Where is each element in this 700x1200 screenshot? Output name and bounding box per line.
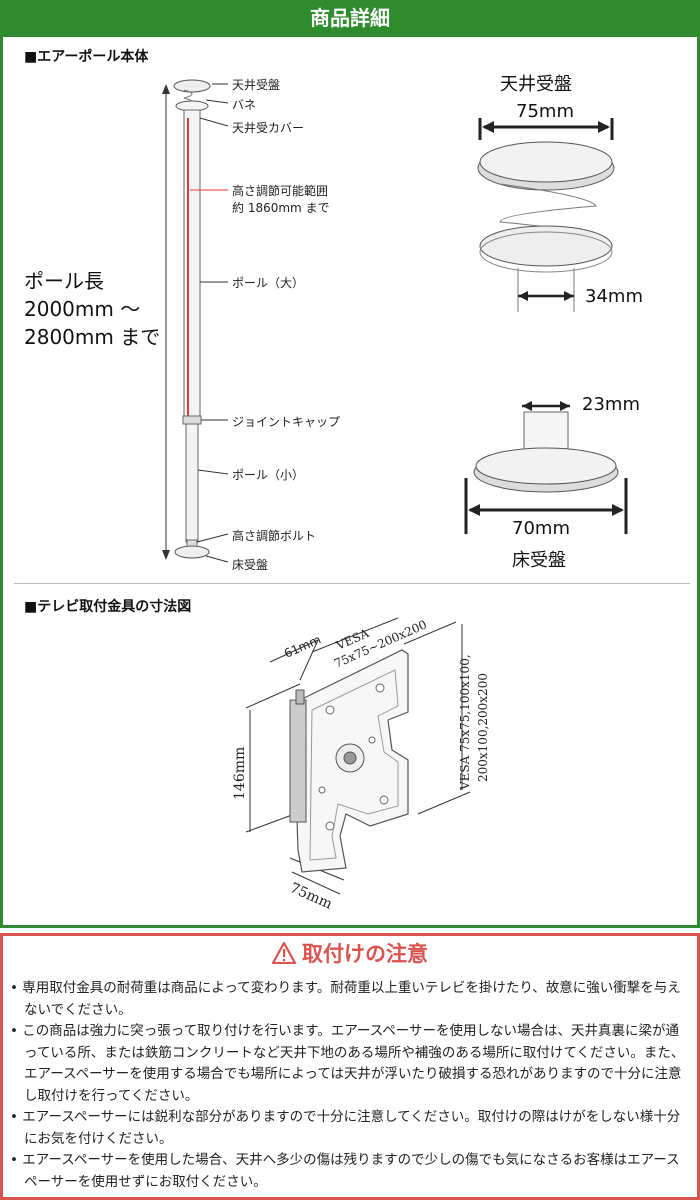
floor-detail-title: 床受盤 — [512, 550, 566, 571]
caution-title-row: 取付けの注意 — [0, 938, 700, 969]
pole-diagram — [162, 79, 628, 563]
pole-small-label: ポール（小） — [232, 468, 305, 482]
section-divider — [14, 583, 690, 584]
bracket-diagram — [245, 617, 471, 895]
ceiling-detail-title: 天井受盤 — [500, 74, 572, 95]
pole-large-label: ポール（大） — [232, 276, 305, 290]
bracket-height: 146mm — [232, 746, 248, 800]
floor-plate-label: 床受盤 — [232, 558, 269, 572]
caution-item: エアースペーサーには鋭利な部分がありますので十分に注意してください。取付けの際は… — [10, 1107, 690, 1150]
bracket-section-heading: ■テレビ取付金具の寸法図 — [24, 599, 192, 615]
caution-item: 専用取付金具の耐荷重は商品によって変わります。耐荷重以上重いテレビを掛けたり、故… — [10, 978, 690, 1021]
caution-item: この商品は強力に突っ張って取り付けを行います。エアースペーサーを使用しない場合は… — [10, 1021, 690, 1107]
joint-cap-label: ジョイントキャップ — [232, 415, 341, 429]
pole-length-max: 2800mm まで — [24, 325, 161, 349]
ceiling-cover-label: 天井受カバー — [232, 121, 305, 135]
page-title: 商品詳細 — [0, 0, 700, 37]
spring-label: バネ — [232, 98, 257, 112]
adjust-range-value: 約 1860mm まで — [232, 201, 330, 215]
warning-icon — [271, 940, 297, 969]
ceiling-plate-label: 天井受盤 — [232, 78, 281, 92]
caution-item: エアースペーサーを使用した場合、天井へ多少の傷は残りますので少しの傷でも気になさ… — [10, 1150, 690, 1193]
caution-list: 専用取付金具の耐荷重は商品によって変わります。耐荷重以上重いテレビを掛けたり、故… — [10, 978, 690, 1193]
vesa-side-label: VESA 75x75,100x100, — [458, 654, 472, 790]
floor-diameter: 70mm — [512, 518, 570, 539]
pole-length-title: ポール長 — [24, 269, 104, 293]
caution-title: 取付けの注意 — [302, 942, 428, 966]
vesa-side-range: 200x100,200x200 — [476, 673, 490, 782]
adjust-bolt-label: 高さ調節ボルト — [232, 529, 317, 543]
caution-panel — [0, 933, 700, 1200]
pole-section-heading: ■エアーポール本体 — [24, 49, 149, 65]
adjust-range-label: 高さ調節可能範囲 — [232, 184, 329, 198]
ceiling-diameter: 75mm — [516, 101, 574, 122]
ceiling-pole-width: 34mm — [585, 286, 643, 307]
pole-length-min: 2000mm ～ — [24, 297, 141, 321]
floor-pole-width: 23mm — [582, 394, 640, 415]
